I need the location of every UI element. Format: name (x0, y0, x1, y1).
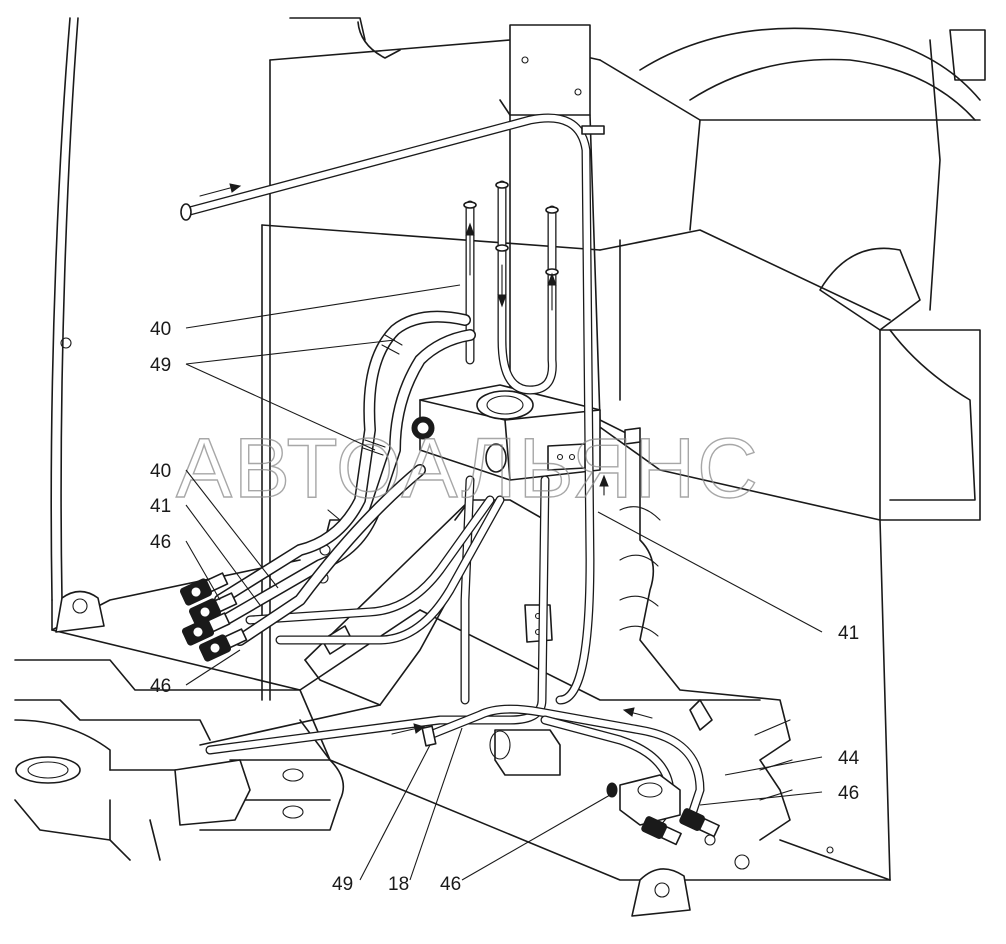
distributor-block (411, 384, 641, 481)
callout-46-bottom: 46 (440, 874, 461, 895)
pipe-clamps (421, 125, 605, 747)
callout-49-top: 49 (150, 355, 171, 376)
callout-49-bottom: 49 (332, 874, 353, 895)
callout-40-top: 40 (150, 319, 171, 340)
flow-arrows (199, 183, 653, 735)
callout-46-left-bottom: 46 (150, 676, 171, 697)
callout-46-left-top: 46 (150, 532, 171, 553)
callout-labels: 40 49 40 41 46 46 41 44 46 49 18 46 (150, 319, 860, 895)
watermark-text: АВТОАЛЬЯНС (176, 421, 760, 515)
quick-couplings-left (179, 572, 248, 662)
callout-44: 44 (838, 748, 860, 769)
callout-40-mid: 40 (150, 461, 171, 482)
callout-41-right: 41 (838, 623, 859, 644)
flexible-hoses (214, 310, 476, 646)
leader-lines (185, 284, 823, 881)
callout-46-right: 46 (838, 783, 859, 804)
quick-couplings-right (606, 774, 720, 846)
callout-41-left: 41 (150, 496, 171, 517)
callout-18: 18 (388, 874, 409, 895)
